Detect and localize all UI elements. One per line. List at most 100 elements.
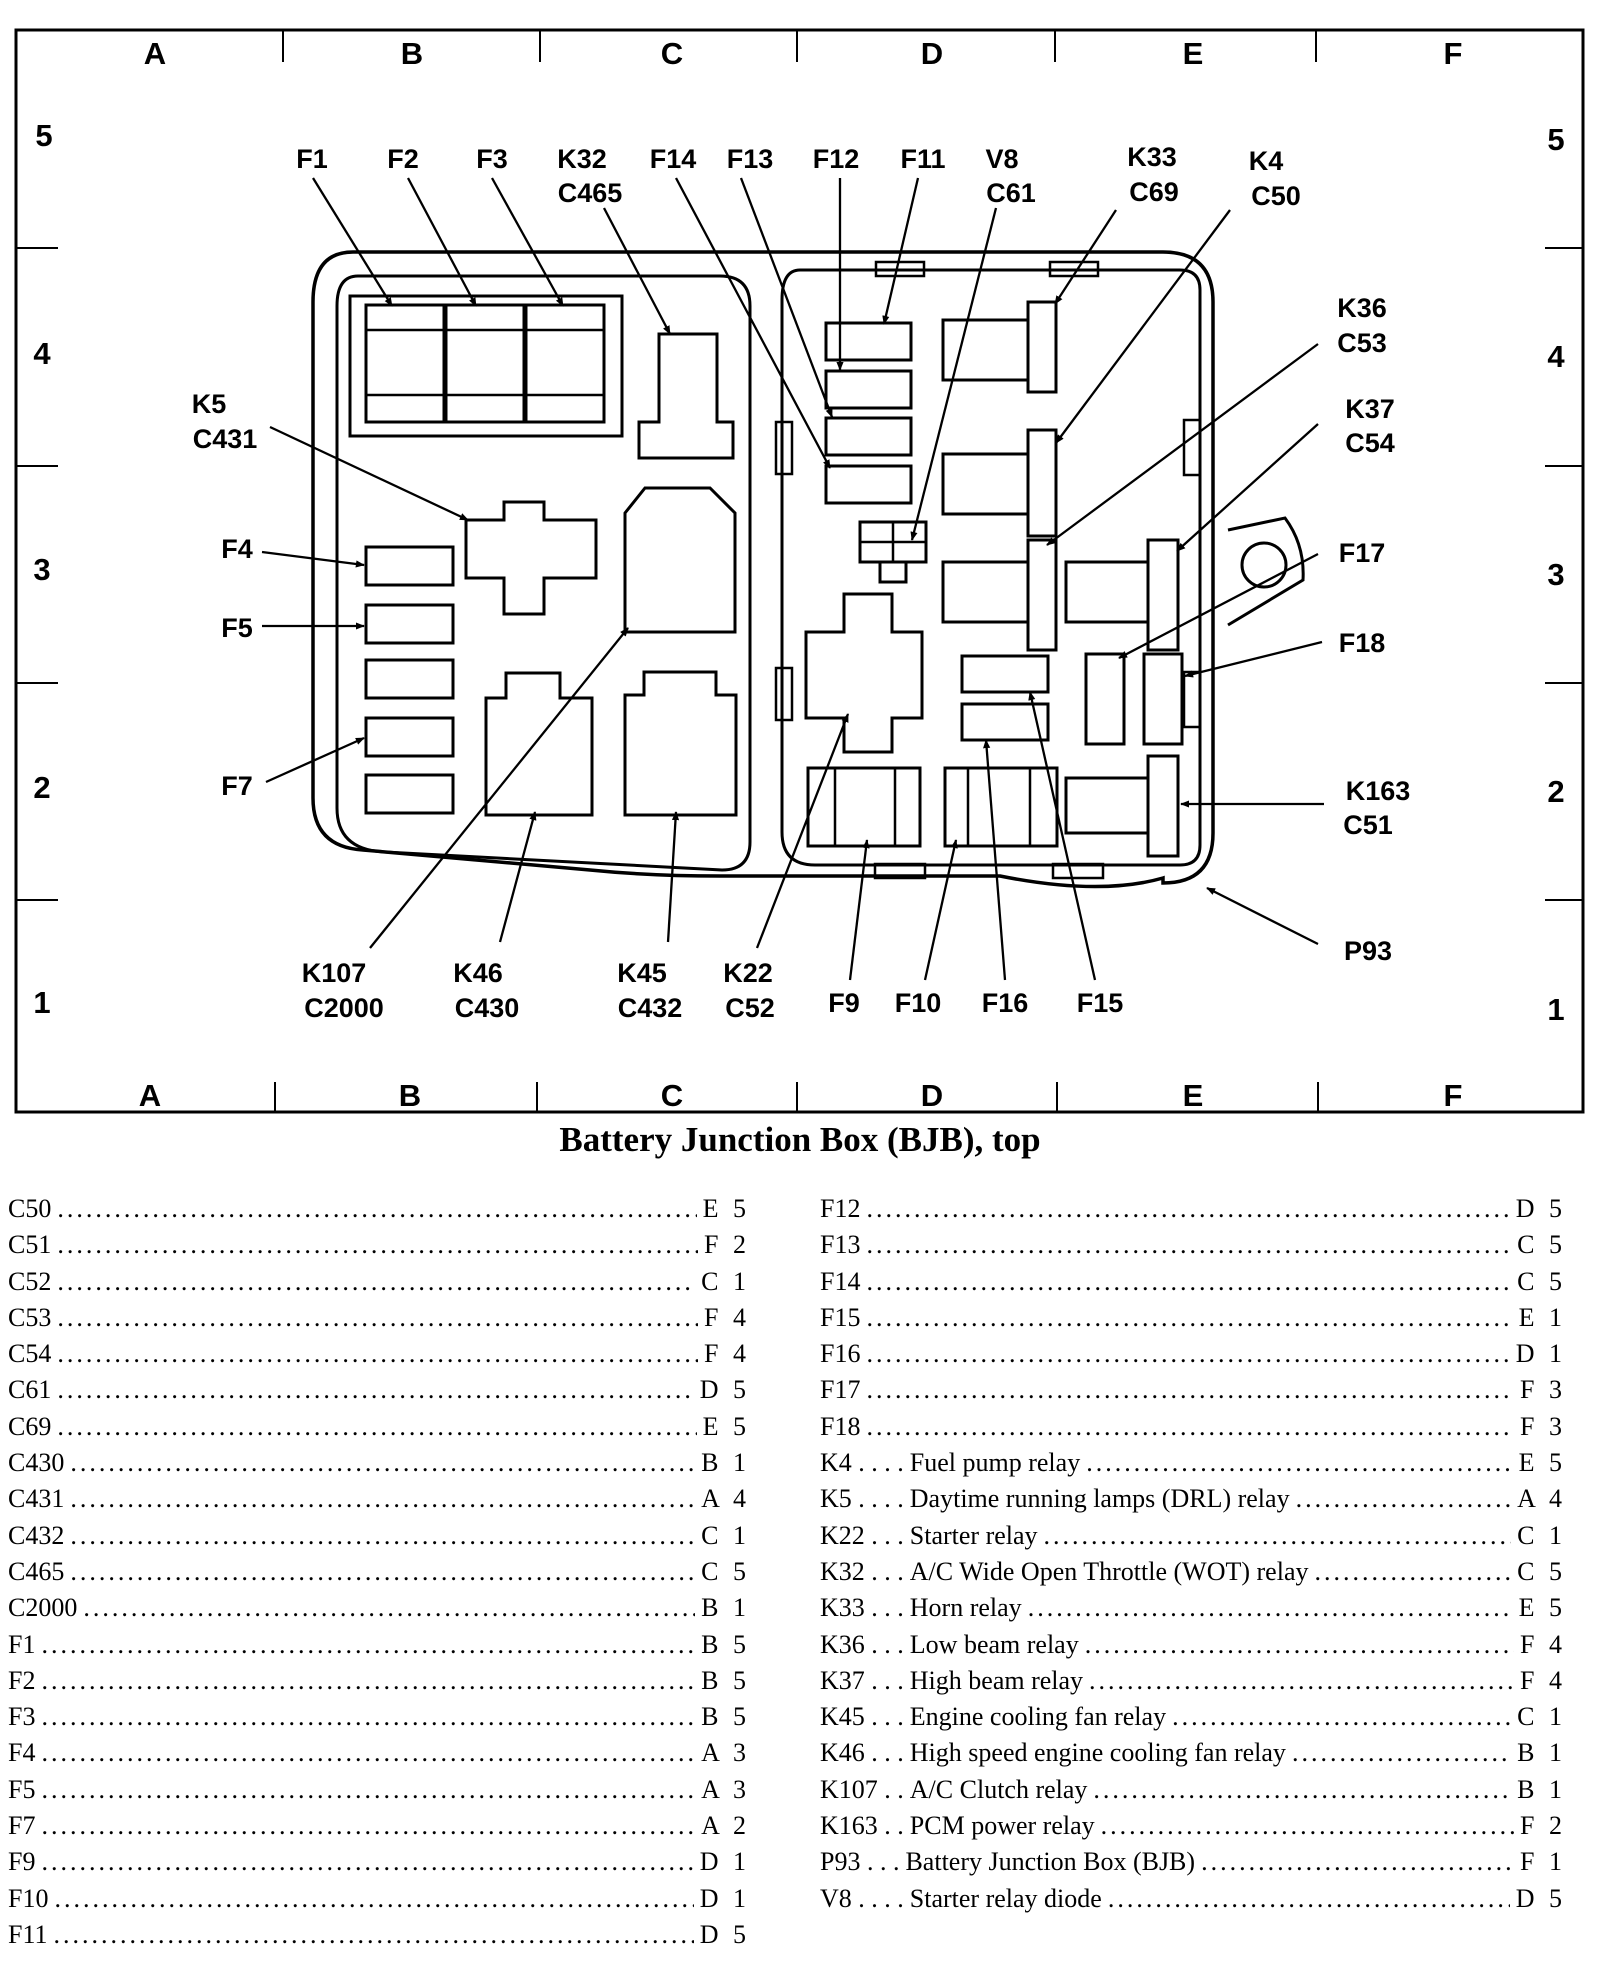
legend-code: F1: [8, 1629, 36, 1659]
legend-code: K4 . . . .: [820, 1448, 904, 1478]
legend-description: Starter relay diode: [909, 1883, 1102, 1913]
fuse-f13: [824, 416, 913, 457]
callout-k45: K45: [617, 958, 667, 988]
callout-p93: P93: [1344, 936, 1392, 966]
legend-code: F14: [820, 1266, 861, 1296]
callout-c50: C50: [1251, 181, 1301, 211]
legend-code: K37 . . .: [820, 1665, 904, 1695]
legend-grid-location: C 5: [1517, 1556, 1566, 1586]
relay-k163: [1146, 754, 1180, 858]
callout-f5: F5: [221, 613, 253, 643]
legend-code: F3: [8, 1702, 36, 1732]
grid-row-1: 1: [33, 985, 50, 1020]
legend-grid-location: E 5: [1518, 1593, 1566, 1623]
legend-code: C430: [8, 1448, 65, 1478]
legend-grid-location: A 2: [701, 1811, 750, 1841]
grid-row-labels-left: 5 4 3 2 1: [33, 118, 52, 1020]
legend-grid-location: D 5: [699, 1919, 750, 1949]
fuse-f9: [806, 766, 922, 848]
legend-row: K32 . . .A/C Wide Open Throttle (WOT) re…: [820, 1557, 1566, 1593]
grid-row-4: 4: [1547, 339, 1565, 374]
legend-leader-dots: [54, 1920, 694, 1950]
callout-c61: C61: [986, 178, 1036, 208]
legend-row: F13C 5: [820, 1230, 1566, 1266]
callout-c430: C430: [455, 993, 520, 1023]
grid-row-3: 3: [33, 552, 50, 587]
grid-row-labels-right: 5 4 3 2 1: [1547, 122, 1565, 1027]
relay-k33: [1026, 300, 1058, 394]
legend-code: C52: [8, 1266, 52, 1296]
relay-k4-base: [941, 452, 1030, 516]
legend-leader-dots: [57, 1194, 696, 1224]
callout-c51: C51: [1343, 810, 1393, 840]
legend-row: V8 . . . .Starter relay diodeD 5: [820, 1884, 1566, 1920]
legend-leader-dots: [866, 1339, 1509, 1369]
legend-row: C52C 1: [8, 1267, 750, 1303]
callout-f7: F7: [221, 771, 253, 801]
legend-left-column: C50E 5C51F 2C52C 1C53F 4C54F 4C61D 5C69E…: [8, 1194, 750, 1956]
legend-code: F4: [8, 1738, 36, 1768]
legend-grid-location: B 1: [701, 1593, 750, 1623]
diode-v8-tab: [878, 562, 908, 584]
legend-grid-location: F 4: [1520, 1665, 1566, 1695]
callout-f17: F17: [1339, 538, 1386, 568]
callout-c54: C54: [1345, 428, 1395, 458]
fuse-f4: [364, 545, 455, 587]
grid-row-4: 4: [33, 336, 51, 371]
callout-k107: K107: [302, 958, 367, 988]
legend-grid-location: E 5: [702, 1411, 750, 1441]
legend-grid-location: E 5: [1518, 1448, 1566, 1478]
legend-row: K33 . . .Horn relayE 5: [820, 1593, 1566, 1629]
grid-col-e: E: [1183, 1078, 1204, 1113]
legend-leader-dots: [1085, 1630, 1514, 1660]
callout-k37: K37: [1345, 394, 1395, 424]
relay-k4: [1026, 428, 1058, 538]
legend-leader-dots: [1089, 1666, 1514, 1696]
legend-description: Fuel pump relay: [909, 1448, 1081, 1478]
legend-description: A/C Wide Open Throttle (WOT) relay: [909, 1556, 1309, 1586]
legend-row: F9D 1: [8, 1847, 750, 1883]
callout-k32: K32: [557, 144, 607, 174]
legend-leader-dots: [1044, 1521, 1512, 1551]
grid-col-b: B: [399, 1078, 421, 1113]
legend-row: K163 . .PCM power relayF 2: [820, 1811, 1566, 1847]
legend-row: F14C 5: [820, 1267, 1566, 1303]
fuse-f15: [960, 654, 1050, 694]
legend-grid-location: D 1: [699, 1883, 750, 1913]
legend-leader-dots: [866, 1194, 1509, 1224]
legend-row: F5A 3: [8, 1775, 750, 1811]
grid-col-c: C: [661, 36, 683, 71]
callout-f13: F13: [727, 144, 774, 174]
legend-code: F7: [8, 1811, 36, 1841]
legend-description: Starter relay: [909, 1520, 1038, 1550]
legend-leader-dots: [57, 1267, 695, 1297]
legend-leader-dots: [57, 1339, 698, 1369]
legend-code: K46 . . .: [820, 1738, 904, 1768]
legend-leader-dots: [1201, 1847, 1514, 1877]
callout-f18: F18: [1339, 628, 1386, 658]
grid-col-f: F: [1444, 36, 1463, 71]
legend-grid-location: F 4: [1520, 1629, 1566, 1659]
grid-col-a: A: [144, 36, 166, 71]
callout-f12: F12: [813, 144, 860, 174]
grid-row-1: 1: [1547, 992, 1564, 1027]
legend-grid-location: A 3: [701, 1774, 750, 1804]
callout-f9: F9: [828, 988, 860, 1018]
legend-row: F18F 3: [820, 1412, 1566, 1448]
legend-leader-dots: [1086, 1448, 1512, 1478]
fuse-f7: [364, 716, 455, 758]
legend-leader-dots: [57, 1375, 693, 1405]
relay-k22: [804, 592, 924, 754]
fuse-f16: [960, 702, 1050, 742]
legend-leader-dots: [1296, 1484, 1512, 1514]
legend-code: K5 . . . .: [820, 1484, 904, 1514]
legend-leader-dots: [57, 1230, 698, 1260]
legend-leader-dots: [41, 1630, 695, 1660]
legend-code: K33 . . .: [820, 1593, 904, 1623]
legend-grid-location: F 4: [704, 1339, 750, 1369]
callout-k33: K33: [1127, 142, 1177, 172]
legend-grid-location: D 5: [1515, 1194, 1566, 1223]
legend-row: F1B 5: [8, 1630, 750, 1666]
legend-code: F2: [8, 1665, 36, 1695]
legend-code: C54: [8, 1339, 52, 1369]
